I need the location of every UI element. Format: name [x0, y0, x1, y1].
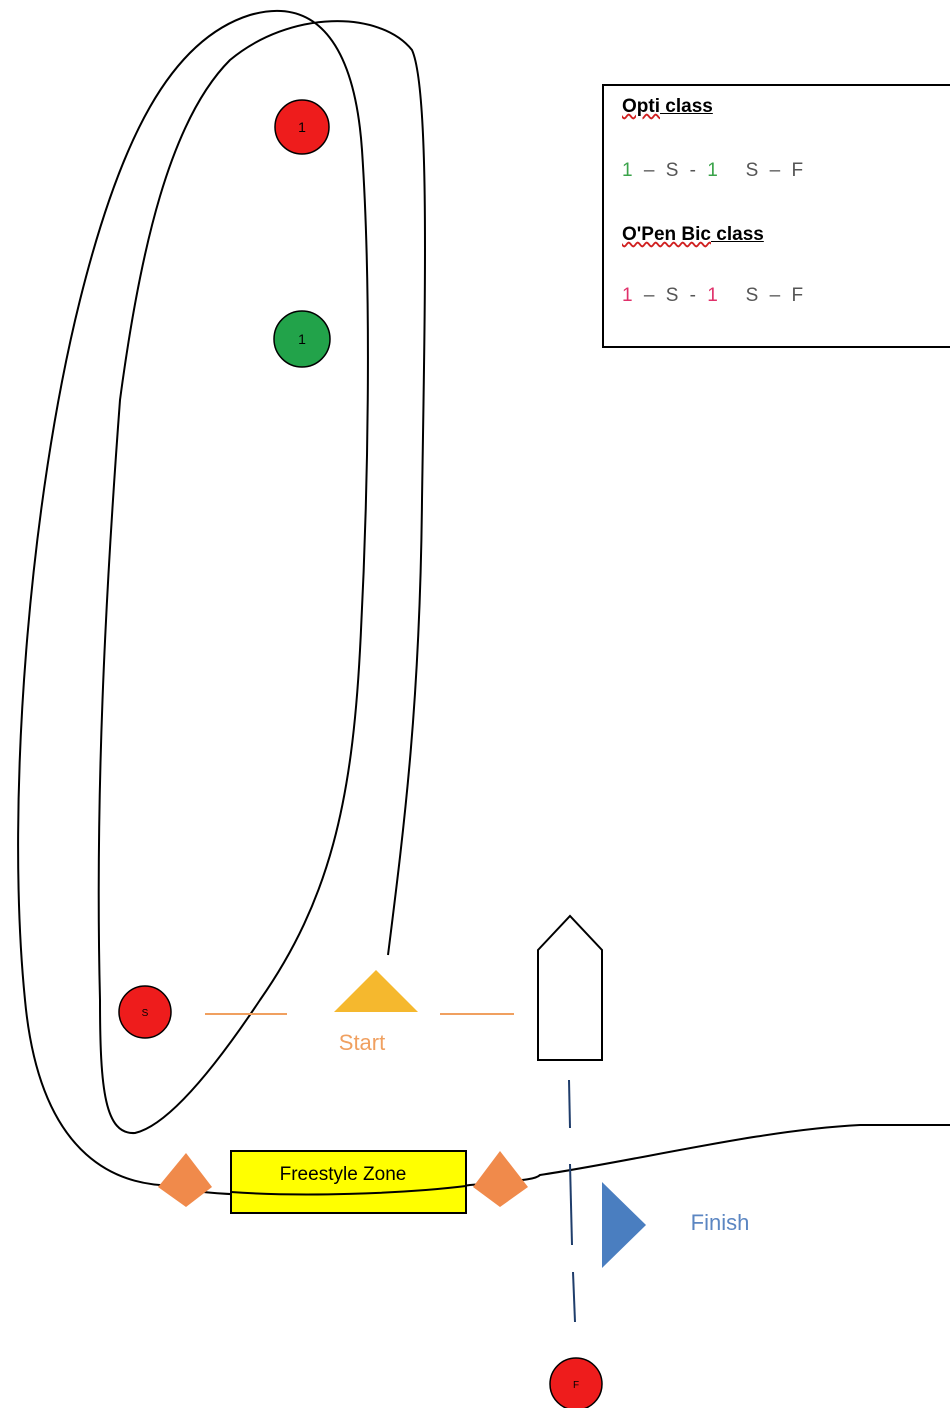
opti-class-name: Opti — [622, 96, 660, 117]
opti-class-sequence: 1 – S - 1 S – F — [622, 160, 806, 182]
opti-seq-middle: – S - — [635, 160, 708, 181]
bic-class-suffix: class — [711, 224, 764, 245]
committee-boat-icon — [537, 914, 603, 1061]
mark-red-1-icon — [274, 99, 330, 155]
finish-triangle-icon — [602, 1182, 646, 1268]
opti-seq-second-mark: 1 — [707, 160, 721, 181]
freestyle-buoy-left-icon — [158, 1153, 212, 1207]
mark-green-1-icon — [273, 310, 331, 368]
finish-label: Finish — [691, 1210, 750, 1235]
bic-seq-first-mark: 1 — [622, 285, 636, 306]
bic-seq-end: S – F — [720, 285, 807, 306]
bic-seq-second-mark: 1 — [707, 285, 721, 306]
opti-seq-end: S – F — [720, 160, 807, 181]
finish-line-dash-2 — [569, 1163, 573, 1246]
opti-class-suffix: class — [660, 96, 713, 117]
legend-box: Opti class 1 – S - 1 S – F O'Pen Bic cla… — [602, 84, 950, 348]
freestyle-zone-box — [230, 1150, 467, 1214]
bic-seq-middle: – S - — [635, 285, 708, 306]
finish-line-dash-1 — [568, 1079, 571, 1129]
mark-s-icon — [118, 985, 172, 1039]
start-triangle-icon — [334, 970, 418, 1012]
course-path-zone-cross — [230, 1185, 467, 1196]
bic-class-name: O'Pen Bic — [622, 224, 711, 245]
mark-s-label: S — [142, 1008, 149, 1019]
freestyle-buoy-right-icon — [473, 1151, 528, 1207]
bic-class-heading: O'Pen Bic class — [622, 224, 764, 246]
mark-f-label: F — [573, 1380, 579, 1391]
finish-line-dash-3 — [572, 1271, 576, 1323]
mark-f-icon — [549, 1357, 603, 1408]
mark-red-1-label: 1 — [298, 119, 306, 135]
bic-class-sequence: 1 – S - 1 S – F — [622, 285, 806, 307]
mark-green-1-label: 1 — [298, 331, 306, 347]
start-label: Start — [339, 1030, 385, 1055]
freestyle-zone-label: Freestyle Zone — [280, 1164, 407, 1185]
opti-class-heading: Opti class — [622, 96, 713, 118]
opti-seq-first-mark: 1 — [622, 160, 636, 181]
course-path-outer — [17, 9, 426, 1187]
